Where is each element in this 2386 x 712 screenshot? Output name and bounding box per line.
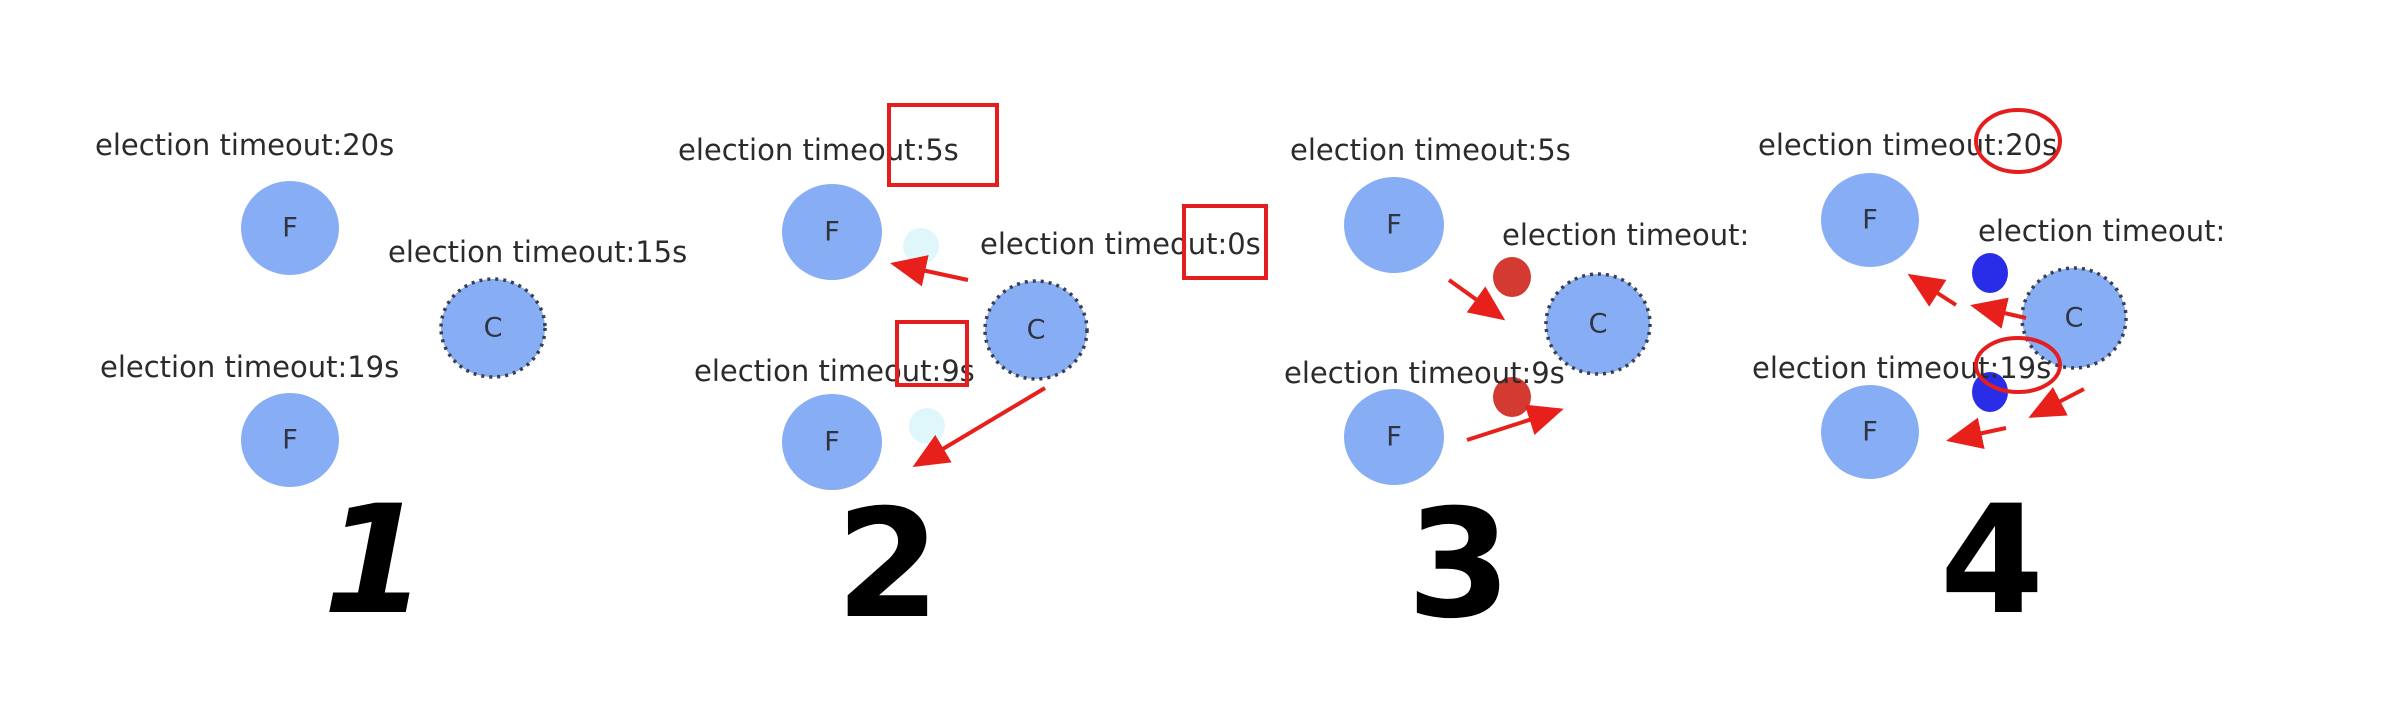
panel-4: election timeout:20s F election timeout:…	[1752, 108, 2225, 648]
vote-reply-arrow	[2028, 387, 2085, 418]
highlight-box	[887, 103, 999, 187]
follower-node-label: F	[1862, 205, 1878, 236]
vote-reply-message	[1972, 253, 2008, 293]
vote-reply-arrow	[1970, 297, 2027, 329]
heartbeat-message	[903, 228, 939, 264]
follower-node-label: F	[824, 427, 840, 458]
candidate-node	[1544, 272, 1652, 376]
vote-reply-arrow	[1946, 417, 2007, 449]
highlight-circle	[1974, 336, 2062, 394]
timeout-label-candidate: election timeout:15s	[388, 235, 687, 269]
step-number: 4	[1940, 474, 2044, 648]
follower-node-label: F	[1386, 422, 1402, 453]
heartbeat-arrow	[912, 386, 1047, 468]
vote-reply-message	[1972, 372, 2008, 412]
follower-node-label: F	[282, 213, 298, 244]
timeout-label-bottom-follower: election timeout:9s	[694, 354, 975, 388]
vote-request-message	[1493, 257, 1531, 297]
panel-3: election timeout:5s F election timeout: …	[1284, 133, 1749, 652]
follower-node-top	[1821, 173, 1919, 267]
follower-node-bottom	[241, 393, 339, 487]
vote-request-arrow	[1466, 404, 1564, 442]
timeout-label-bottom-follower: election timeout:9s	[1284, 356, 1565, 390]
follower-node-top	[1344, 177, 1444, 273]
timeout-label-top-follower: election timeout:5s	[678, 133, 959, 167]
panel-2: election timeout:5s F election timeout:0…	[678, 103, 1268, 652]
leader-node	[983, 279, 1089, 381]
follower-node-label: F	[1862, 417, 1878, 448]
timeout-label-top-follower: election timeout:20s	[95, 128, 394, 162]
follower-node-top	[241, 181, 339, 275]
vote-request-message	[1493, 377, 1531, 417]
follower-node-label: F	[282, 425, 298, 456]
timeout-label-candidate: election timeout:	[1978, 214, 2225, 248]
panel-1: election timeout:20s F election timeout:…	[95, 128, 687, 648]
timeout-label-top-follower: election timeout:20s	[1758, 128, 2057, 162]
highlight-circle	[1974, 108, 2062, 174]
timeout-label-leader: election timeout:0s	[980, 227, 1261, 261]
step-number: 2	[836, 478, 940, 652]
follower-node-bottom	[1344, 389, 1444, 485]
follower-node-label: F	[824, 217, 840, 248]
highlight-box	[895, 320, 969, 387]
vote-reply-arrow	[1907, 273, 1958, 307]
follower-node-top	[782, 184, 882, 280]
timeout-label-candidate: election timeout:	[1502, 218, 1749, 252]
highlight-box	[1182, 204, 1268, 280]
timeout-label-top-follower: election timeout:5s	[1290, 133, 1571, 167]
follower-node-label: F	[1386, 210, 1402, 241]
follower-node-bottom	[782, 394, 882, 490]
candidate-node	[439, 277, 547, 379]
heartbeat-message	[909, 408, 945, 444]
candidate-node-label: C	[2065, 303, 2084, 334]
timeout-label-bottom-follower: election timeout:19s	[1752, 351, 2051, 385]
step-number: 3	[1407, 478, 1511, 652]
leader-node-label: C	[1027, 315, 1046, 346]
timeout-label-bottom-follower: election timeout:19s	[100, 350, 399, 384]
candidate-node	[2020, 266, 2128, 370]
heartbeat-arrow	[890, 255, 969, 287]
candidate-node-label: C	[484, 313, 503, 344]
vote-request-arrow	[1447, 278, 1506, 321]
follower-node-bottom	[1821, 385, 1919, 479]
step-number: 1	[323, 474, 427, 648]
candidate-node-label: C	[1589, 309, 1608, 340]
